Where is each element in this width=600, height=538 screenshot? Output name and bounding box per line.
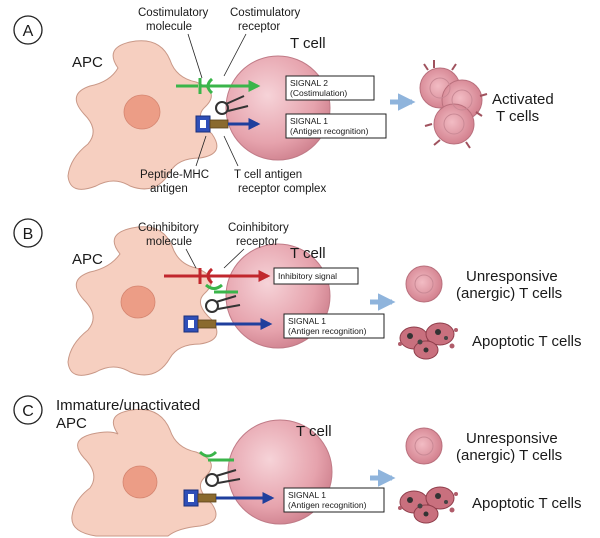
costim-molecule-label-2: molecule bbox=[146, 21, 192, 33]
apoptotic-label-b: Apoptotic T cells bbox=[472, 333, 582, 350]
costim-receptor-label-1: Costimulatory bbox=[230, 7, 301, 19]
anergic-label-c-1: Unresponsive bbox=[466, 430, 558, 447]
apc-nucleus-c bbox=[122, 465, 158, 499]
panel-c-marker bbox=[13, 395, 43, 425]
signal1-box-b bbox=[283, 313, 385, 339]
apc-label-a: APC bbox=[72, 54, 103, 71]
coinh-receptor bbox=[198, 267, 214, 285]
panel-a: A APC T cell Costimulatory molecule Cost… bbox=[13, 7, 554, 195]
panel-a-letter: A bbox=[23, 23, 34, 40]
apoptotic-t-cells-b bbox=[398, 322, 458, 360]
panel-a-marker bbox=[13, 15, 43, 45]
signal1-title-c: SIGNAL 1 bbox=[288, 490, 326, 500]
t-cell-label-b: T cell bbox=[290, 245, 326, 262]
signal1-title-a: SIGNAL 1 bbox=[290, 116, 328, 126]
inhibitory-box bbox=[273, 267, 359, 285]
tcr-mhc-complex-b bbox=[183, 295, 241, 333]
coinh-molecule-label-2: molecule bbox=[146, 236, 192, 248]
signal2-box bbox=[285, 75, 375, 101]
anergic-label-b-2: (anergic) T cells bbox=[456, 285, 562, 302]
apoptotic-t-cells-c bbox=[398, 486, 458, 524]
coinh-receptor-label-1: Coinhibitory bbox=[228, 222, 289, 234]
apoptotic-label-c: Apoptotic T cells bbox=[472, 495, 582, 512]
costim-receptor-b bbox=[205, 283, 238, 294]
anergic-t-cell-c bbox=[405, 427, 443, 465]
anergic-label-c-2: (anergic) T cells bbox=[456, 447, 562, 464]
apc-label-c-1: Immature/unactivated bbox=[56, 397, 200, 414]
signal2-title: SIGNAL 2 bbox=[290, 78, 328, 88]
anergic-t-cell-b bbox=[405, 265, 443, 303]
signal2-desc: (Costimulation) bbox=[290, 88, 347, 98]
inhibitory-text: Inhibitory signal bbox=[278, 271, 337, 281]
signal1-box-c bbox=[283, 487, 385, 513]
activated-t-cells bbox=[419, 60, 488, 149]
signal1-title-b: SIGNAL 1 bbox=[288, 316, 326, 326]
signal1-box-a bbox=[285, 113, 387, 139]
pmhc-label-1: Peptide-MHC bbox=[140, 169, 209, 181]
costim-receptor-label-2: receptor bbox=[238, 21, 280, 33]
t-cell-label-a: T cell bbox=[290, 35, 326, 52]
activated-label-1: Activated bbox=[492, 91, 554, 108]
t-cell-label-c: T cell bbox=[296, 423, 332, 440]
anergic-label-b-1: Unresponsive bbox=[466, 268, 558, 285]
costim-molecule-label-1: Costimulatory bbox=[138, 7, 209, 19]
panel-b: B APC T cell Coinhibitory molecule Coinh… bbox=[13, 218, 582, 376]
tcr-mhc-complex-c bbox=[183, 469, 241, 507]
panel-c: C Immature/unactivated APC T cell SIGNAL… bbox=[13, 395, 582, 537]
signal1-desc-c: (Antigen recognition) bbox=[288, 500, 367, 510]
apc-nucleus-b bbox=[120, 285, 156, 319]
tcr-label-1: T cell antigen bbox=[234, 169, 302, 181]
tcr-mhc-complex-a bbox=[195, 95, 249, 133]
panel-c-letter: C bbox=[22, 403, 34, 420]
coinh-receptor-label-2: receptor bbox=[236, 236, 278, 248]
signal1-desc-b: (Antigen recognition) bbox=[288, 326, 367, 336]
pmhc-label-2: antigen bbox=[150, 183, 188, 195]
costim-receptor-a bbox=[198, 77, 214, 95]
coinh-molecule-label-1: Coinhibitory bbox=[138, 222, 199, 234]
panel-b-marker bbox=[13, 218, 43, 248]
apc-nucleus-a bbox=[123, 94, 161, 130]
costim-receptor-c bbox=[198, 450, 234, 462]
apc-label-b: APC bbox=[72, 251, 103, 268]
tcr-label-2: receptor complex bbox=[238, 183, 326, 195]
apc-label-c-2: APC bbox=[56, 415, 87, 432]
panel-b-letter: B bbox=[23, 226, 34, 243]
signal1-desc-a: (Antigen recognition) bbox=[290, 126, 369, 136]
activated-label-2: T cells bbox=[496, 108, 539, 125]
